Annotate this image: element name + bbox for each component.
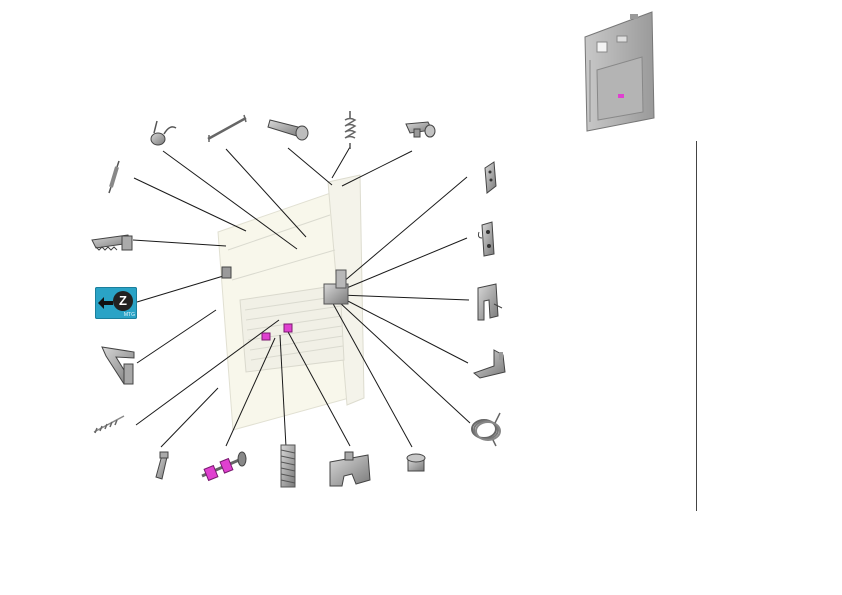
leader-lines [132,146,471,448]
vertical-divider [696,141,697,511]
extension-spring-top [344,111,357,149]
block-clamp [329,451,371,487]
l-bracket [101,346,135,385]
lever-arm [155,451,169,480]
slotted-plate [484,161,497,194]
compression-spring [280,444,296,488]
badge-sublabel: MTG [123,312,135,318]
locator-thumbnail [584,11,655,132]
extension-spring-left [108,160,120,194]
roller-shaft [201,451,247,482]
angle-bracket [473,349,506,379]
mtg-z-badge: Z MTG [95,287,137,319]
arrow-left-icon [98,297,113,309]
hub-bracket [221,266,349,341]
bushing [406,453,426,472]
hook-plate [477,221,495,257]
toothed-lever [91,234,133,251]
torsion-spring-large [471,412,501,447]
badge-letter: Z [113,291,133,311]
torsion-spring-small [150,120,177,146]
u-bracket [477,283,503,321]
pin [267,119,309,141]
comb-spring [93,415,125,434]
rod [207,114,247,142]
latch-top-right [405,121,436,138]
